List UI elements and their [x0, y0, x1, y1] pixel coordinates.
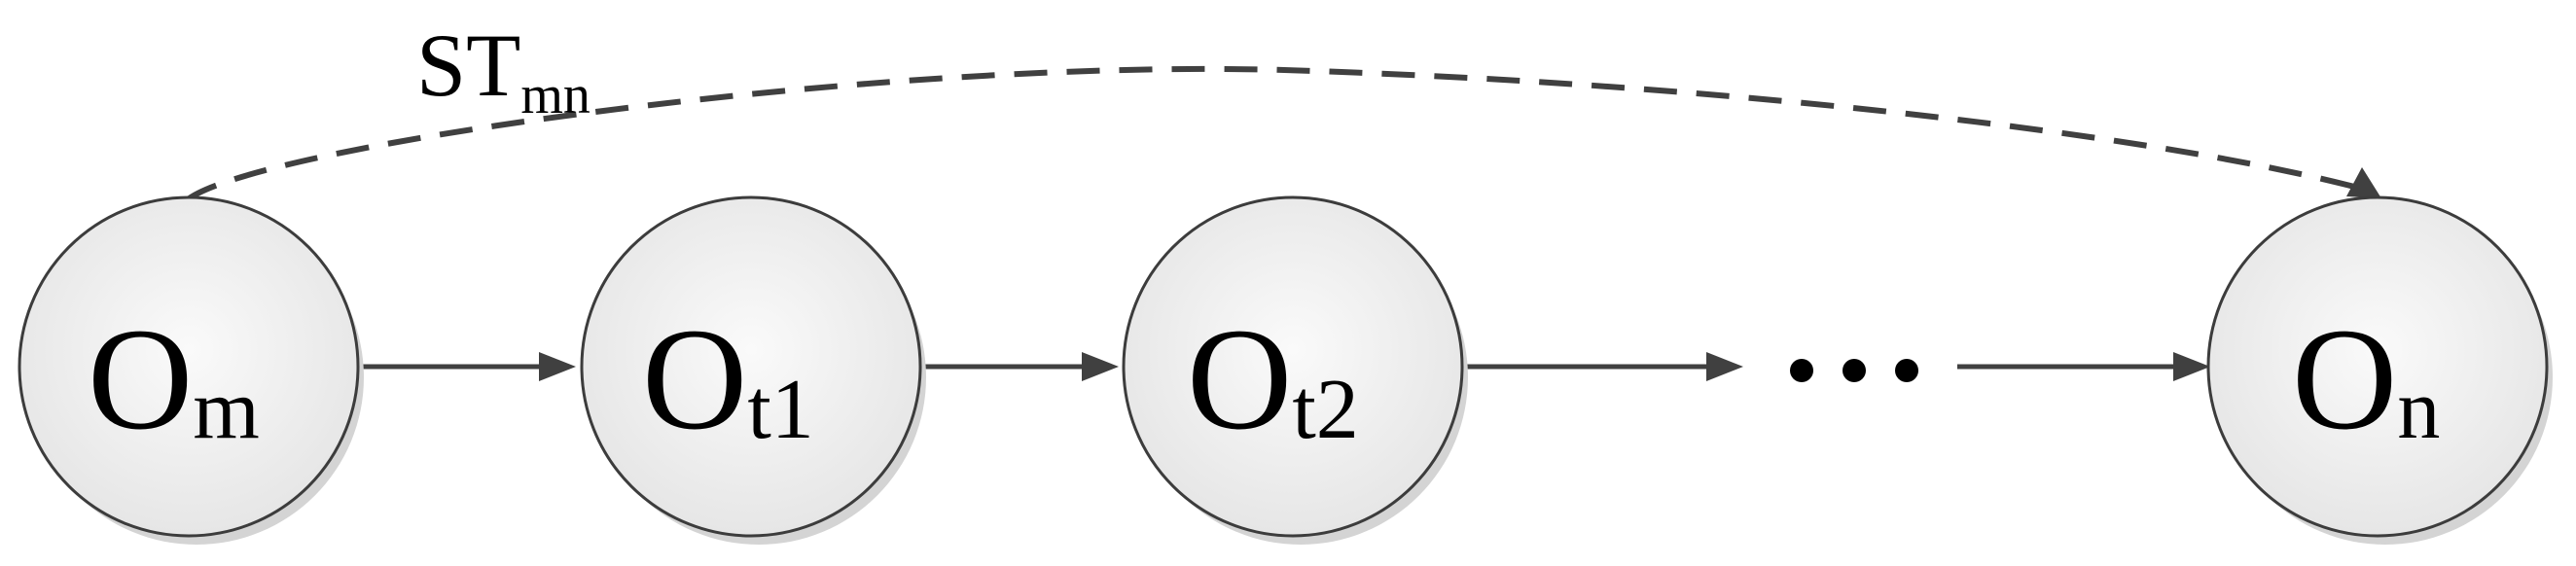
ellipsis-dot: [1843, 359, 1866, 382]
skip-edge-curve: [185, 65, 2355, 203]
node-n-sub: n: [2397, 363, 2440, 457]
node-t1: Ot1: [580, 195, 926, 545]
ellipsis: [1790, 359, 1918, 382]
edge-t2-ellipsis: [1462, 352, 1743, 381]
node-t1-label: Ot1: [642, 299, 814, 460]
node-n-label: On: [2292, 299, 2440, 460]
node-n-main: O: [2292, 299, 2397, 460]
node-t2: Ot2: [1122, 195, 1468, 545]
node-n-circle: [2206, 195, 2549, 538]
edge-t1-t2: [920, 352, 1119, 381]
node-m-label: Om: [88, 299, 260, 460]
node-n: On: [2206, 195, 2553, 545]
node-m-main: O: [88, 299, 193, 460]
node-t1-sub: t1: [747, 363, 813, 457]
skip-edge-label-sub: mn: [520, 65, 590, 125]
skip-edge-label: STmn: [416, 16, 590, 125]
chain-edges: [358, 352, 2210, 381]
node-t1-circle: [580, 195, 922, 538]
skip-edge-label-main: ST: [416, 16, 520, 115]
skip-edge-arrowhead: [2346, 167, 2381, 198]
node-t2-sub: t2: [1292, 363, 1358, 457]
node-m-circle: [18, 195, 360, 538]
node-t2-main: O: [1187, 299, 1292, 460]
edge-m-t1: [358, 352, 576, 381]
ellipsis-dot: [1895, 359, 1918, 382]
node-m: Om: [18, 195, 364, 545]
node-t1-main: O: [642, 299, 747, 460]
node-t2-label: Ot2: [1187, 299, 1359, 460]
skip-edge: STmn: [185, 16, 2381, 203]
edge-ellipsis-n: [1957, 352, 2210, 381]
node-m-sub: m: [193, 363, 259, 457]
ellipsis-dot: [1790, 359, 1813, 382]
node-t2-circle: [1122, 195, 1464, 538]
